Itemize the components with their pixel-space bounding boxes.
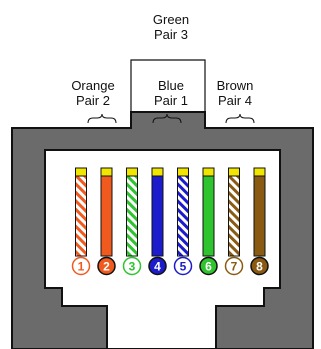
pin-8-marker — [250, 256, 269, 276]
wire-1-orange-white — [75, 175, 87, 257]
wire-5-blue-white — [177, 175, 189, 257]
wire-2-orange — [100, 175, 113, 257]
pin-5-number: 5 — [180, 260, 187, 274]
label-brown-line2: Pair 4 — [218, 93, 252, 108]
label-green-line1: Green — [152, 12, 190, 27]
pin-4-number: 4 — [154, 260, 161, 274]
pin-3-contact — [126, 167, 138, 177]
pin-5-marker — [173, 256, 193, 276]
label-orange-line1: Orange — [71, 78, 115, 93]
pin-8-contact — [253, 167, 266, 177]
brown-pair-brace — [225, 113, 255, 124]
pin-6-marker — [199, 256, 218, 276]
pin-3-number: 3 — [129, 260, 136, 274]
label-green-line2: Pair 3 — [154, 27, 188, 42]
pin-4-contact — [151, 167, 164, 177]
wire-6-green — [202, 175, 215, 257]
pin-4-marker — [148, 256, 167, 276]
label-brown-pair-4: Brown Pair 4 — [204, 78, 266, 108]
pin-3-marker — [122, 256, 142, 276]
pin-2-marker — [97, 256, 116, 276]
pin-2-number: 2 — [103, 260, 110, 274]
pin-6-contact — [202, 167, 215, 177]
pin-7-number: 7 — [231, 260, 238, 274]
pin-1-marker — [71, 256, 91, 276]
pin-7-contact — [228, 167, 240, 177]
pin-6-number: 6 — [205, 260, 212, 274]
wire-7-brown-white — [228, 175, 240, 257]
blue-pair-brace — [152, 113, 182, 124]
label-orange-pair-2: Orange Pair 2 — [62, 78, 124, 108]
label-blue-line1: Blue — [157, 78, 185, 93]
green-pair-bracket — [130, 59, 206, 112]
label-green-pair-3: Green Pair 3 — [140, 12, 202, 42]
pin-8-number: 8 — [256, 260, 263, 274]
pin-7-marker — [224, 256, 244, 276]
orange-pair-brace — [87, 113, 117, 124]
label-orange-line2: Pair 2 — [76, 93, 110, 108]
wire-3-green-white — [126, 175, 138, 257]
label-brown-line1: Brown — [216, 78, 254, 93]
pin-2-contact — [100, 167, 113, 177]
pin-1-number: 1 — [78, 260, 85, 274]
pin-1-contact — [75, 167, 87, 177]
label-blue-pair-1: Blue Pair 1 — [140, 78, 202, 108]
wire-4-blue — [151, 175, 164, 257]
label-blue-line2: Pair 1 — [154, 93, 188, 108]
wire-8-brown — [253, 175, 266, 257]
pin-5-contact — [177, 167, 189, 177]
